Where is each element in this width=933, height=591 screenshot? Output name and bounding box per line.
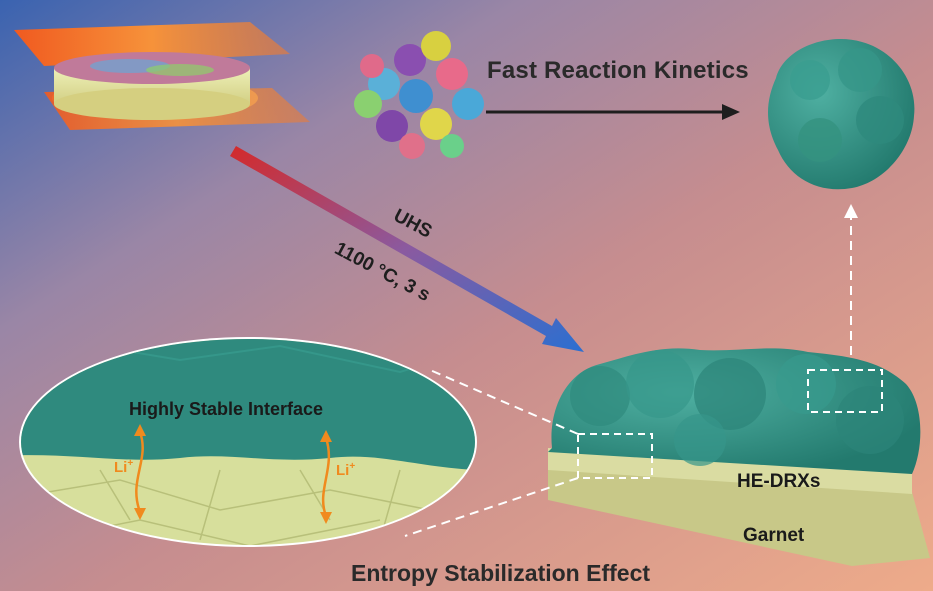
- interface-magnified-view: [19, 337, 477, 547]
- precursor-sphere: [420, 108, 452, 140]
- precursor-sphere: [394, 44, 426, 76]
- precursor-sphere: [399, 79, 433, 113]
- precursor-sphere: [436, 58, 468, 90]
- cathode-label: HE-DRXs: [737, 471, 821, 492]
- li-ion-charge: +: [349, 461, 356, 472]
- li-ion-symbol: Li: [114, 459, 128, 476]
- kinetics-arrow: [486, 104, 740, 120]
- li-ion-label: Li+: [114, 458, 134, 476]
- precursor-sphere: [360, 54, 384, 78]
- garnet-side: [548, 468, 930, 566]
- li-ion-arrow-2: [320, 430, 332, 524]
- precursor-sphere: [440, 134, 464, 158]
- dashed-up-arrow: [844, 204, 858, 370]
- interface-label: Highly Stable Interface: [129, 399, 324, 419]
- precursor-sphere: [399, 133, 425, 159]
- effect-label: Entropy Stabilization Effect: [351, 560, 651, 586]
- li-ion-symbol: Li: [336, 462, 350, 479]
- he-drx-particle-icon: [768, 39, 915, 190]
- kinetics-label: Fast Reaction Kinetics: [487, 57, 749, 84]
- pellet-top-speckle-2: [146, 64, 214, 76]
- uhs-arrow: [230, 146, 584, 352]
- precursor-nanoparticles-icon: [354, 31, 484, 159]
- zoom-box-interface: [577, 433, 653, 479]
- electrolyte-label: Garnet: [743, 525, 805, 546]
- precursor-sphere: [354, 90, 382, 118]
- precursor-sphere: [376, 110, 408, 142]
- zoom-connectors: [404, 369, 579, 537]
- li-ion-label: Li+: [336, 461, 356, 479]
- li-ion-arrow-1: [134, 424, 146, 520]
- precursor-sphere: [452, 88, 484, 120]
- top-heater-strip: [14, 22, 290, 66]
- he-drx-layer: [21, 339, 475, 470]
- pellet-bottom: [54, 88, 250, 120]
- li-ion-charge: +: [127, 458, 134, 469]
- zoom-box-particle: [807, 369, 883, 413]
- heater-sandwich-icon: [14, 22, 310, 130]
- precursor-sphere: [421, 31, 451, 61]
- garnet-top: [548, 448, 912, 494]
- composite-block: [548, 348, 930, 566]
